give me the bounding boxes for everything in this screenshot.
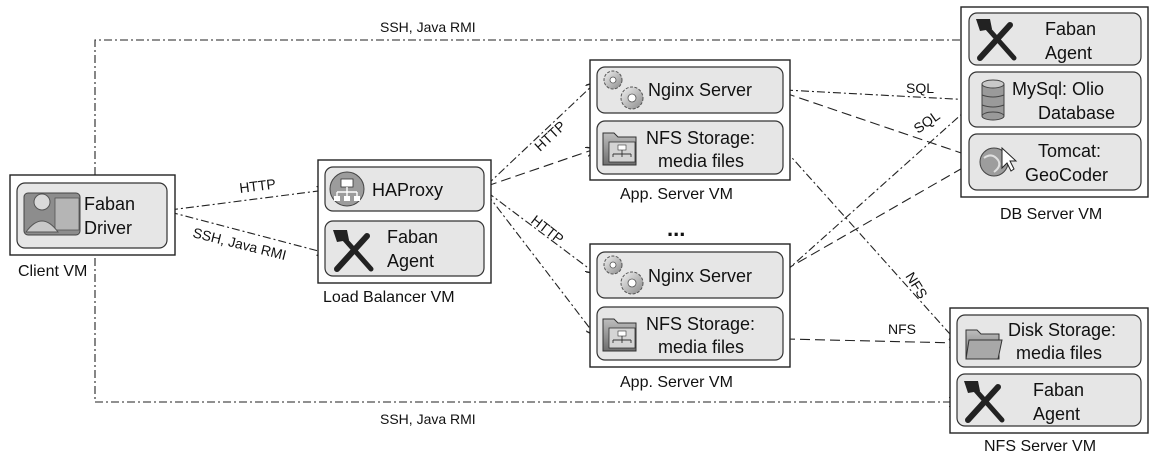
faban-driver-line1: Faban — [84, 194, 135, 214]
nfs-server-vm: Disk Storage: media files Faban Agent NF… — [949, 307, 1149, 454]
folder-network-icon — [602, 318, 637, 352]
haproxy-component[interactable] — [324, 166, 485, 212]
nfs2-line1: NFS Storage: — [646, 314, 755, 334]
tools-icon — [333, 230, 374, 272]
nfs-vm-label: NFS Server VM — [984, 438, 1096, 454]
ellipsis: ... — [667, 216, 685, 241]
network-icon — [329, 171, 365, 207]
tools-icon — [964, 381, 1005, 423]
app-server-vm-1: Nginx Server NFS Storage: media files Ap… — [589, 59, 791, 203]
edge-haproxy-nginx2 — [486, 191, 595, 273]
gears-icon — [603, 255, 644, 295]
edge-haproxy-nfs2 — [486, 193, 595, 335]
mysql-line2: Database — [1038, 103, 1115, 123]
load-balancer-vm: HAProxy Faban Agent Load Balancer VM — [317, 159, 492, 306]
edges — [94, 40, 973, 402]
disk-storage-component[interactable] — [956, 314, 1142, 368]
edge-nginx2-tomcat — [784, 162, 973, 271]
db-server-vm: Faban Agent MySql: Olio Database Tomcat:… — [960, 6, 1149, 223]
edge-client-nfs-agent — [94, 242, 958, 402]
tools-icon — [976, 19, 1017, 61]
edge-nfs2-disk — [784, 339, 958, 343]
edge-client-lb-agent — [169, 211, 326, 253]
client-vm: Faban Driver Client VM — [9, 174, 176, 280]
nfs1-line2: media files — [658, 151, 744, 171]
user-icon — [23, 192, 81, 236]
nginx2-label: Nginx Server — [648, 266, 752, 286]
nfs-faban-agent-component[interactable] — [956, 373, 1142, 427]
label-sql-2: SQL — [911, 107, 943, 136]
disk-line1: Disk Storage: — [1008, 320, 1116, 340]
edge-haproxy-nginx1 — [486, 83, 595, 186]
app1-vm-label: App. Server VM — [620, 186, 733, 203]
edge-haproxy-nfs1 — [486, 149, 595, 187]
nfs1-line1: NFS Storage: — [646, 128, 755, 148]
label-lb-http-top: HTTP — [531, 118, 569, 155]
db-vm-label: DB Server VM — [1000, 206, 1102, 223]
label-ssh-bottom: SSH, Java RMI — [380, 411, 476, 427]
label-client-http: HTTP — [238, 176, 276, 196]
label-sql-1: SQL — [906, 80, 934, 96]
edge-nfs1-disk — [784, 149, 958, 343]
nfs-storage1-component[interactable] — [596, 120, 784, 175]
nfs2-line2: media files — [658, 337, 744, 357]
gears-icon — [603, 70, 644, 110]
edge-client-haproxy — [169, 190, 326, 211]
lb-agent-line2: Agent — [387, 251, 434, 271]
nfs-storage2-component[interactable] — [596, 306, 784, 361]
folder-network-icon — [602, 132, 637, 166]
edge-nginx2-mysql — [784, 104, 973, 273]
database-icon — [981, 79, 1005, 121]
nginx1-component[interactable] — [596, 66, 784, 114]
nginx2-component[interactable] — [596, 251, 784, 299]
nfs-agent-line2: Agent — [1033, 404, 1080, 424]
label-lb-http-bottom: HTTP — [528, 212, 567, 247]
db-agent-line2: Agent — [1045, 43, 1092, 63]
tomcat-line2: GeoCoder — [1025, 165, 1108, 185]
lb-vm-label: Load Balancer VM — [323, 289, 455, 306]
folder-icon — [965, 329, 1003, 360]
nfs-agent-line1: Faban — [1033, 380, 1084, 400]
edge-nginx1-mysql — [784, 89, 973, 100]
haproxy-label: HAProxy — [372, 180, 443, 200]
tomcat-line1: Tomcat: — [1038, 141, 1101, 161]
mysql-component[interactable] — [968, 71, 1142, 128]
disk-line2: media files — [1016, 343, 1102, 363]
app-server-vm-2: Nginx Server NFS Storage: media files Ap… — [589, 243, 791, 391]
edge-nginx1-tomcat — [784, 92, 973, 157]
app2-vm-label: App. Server VM — [620, 374, 733, 391]
client-vm-label: Client VM — [18, 263, 87, 280]
label-nfs-horiz: NFS — [888, 321, 916, 337]
tomcat-component[interactable] — [968, 133, 1142, 191]
edge-labels: SSH, Java RMI SSH, Java RMI HTTP SSH, Ja… — [191, 19, 943, 427]
db-agent-line1: Faban — [1045, 19, 1096, 39]
nginx1-label: Nginx Server — [648, 80, 752, 100]
label-ssh-top: SSH, Java RMI — [380, 19, 476, 35]
faban-driver-line2: Driver — [84, 218, 132, 238]
edge-client-db-agent — [94, 40, 973, 175]
globe-cursor-icon — [979, 146, 1018, 177]
lb-agent-line1: Faban — [387, 227, 438, 247]
mysql-line1: MySql: Olio — [1012, 79, 1104, 99]
